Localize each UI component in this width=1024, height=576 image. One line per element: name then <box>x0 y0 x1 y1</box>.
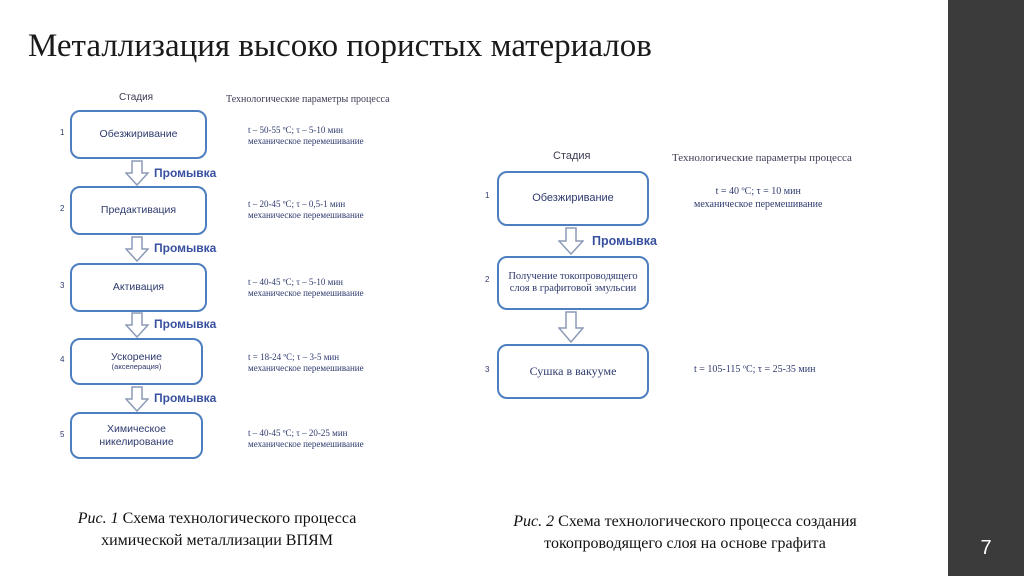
fig1-stage-box: Предактивация <box>70 186 207 235</box>
fig1-stage-params: t – 20-45 ºC; τ – 0,5-1 мин механическое… <box>248 199 364 222</box>
fig2-stage-number: 2 <box>485 275 490 284</box>
fig2-caption-line2: токопроводящего слоя на основе графита <box>544 534 826 552</box>
fig2-stage-header: Стадия <box>553 150 591 162</box>
fig1-stage-number: 4 <box>60 355 65 364</box>
fig2-stage-name: Получение токопроводящего слоя в графито… <box>508 270 638 294</box>
fig1-params-line2: механическое перемешивание <box>248 210 364 221</box>
fig2-caption: Рис. 2 Схема технологического процесса с… <box>440 511 930 554</box>
fig1-params-line1: t – 40-45 ºC; τ – 5-10 мин <box>248 277 343 287</box>
fig1-stage-number: 3 <box>60 281 65 290</box>
fig1-stage-number: 5 <box>60 430 65 439</box>
fig1-stage-name: Химическое никелирование <box>99 423 174 448</box>
fig1-stage-params: t – 40-45 ºC; τ – 20-25 мин механическое… <box>248 428 364 451</box>
fig2-caption-text: Схема технологического процесса создания <box>558 513 857 530</box>
diagram-area: Стадия Технологические параметры процесс… <box>22 92 930 554</box>
fig1-stage-box: Ускорение (акселерация) <box>70 338 203 385</box>
fig1-wash-label: Промывка <box>154 166 217 180</box>
fig2-stage-name: Обезжиривание <box>532 192 614 205</box>
fig1-params-line2: механическое перемешивание <box>248 363 364 374</box>
down-arrow-icon <box>125 312 149 338</box>
fig2-stage-number: 3 <box>485 365 490 374</box>
fig1-stage-name: Обезжиривание <box>99 128 178 141</box>
fig1-stage-box: Химическое никелирование <box>70 412 203 459</box>
fig2-params-line1: t = 105-115 ºC; τ = 25-35 мин <box>694 364 816 375</box>
fig1-caption-line2: химической металлизации ВПЯМ <box>101 531 333 549</box>
fig2-params-line1: t = 40 ºC; τ = 10 мин <box>715 186 801 197</box>
fig1-params-line1: t – 50-55 ºC; τ – 5-10 мин <box>248 125 343 135</box>
fig1-params-line1: t = 18-24 ºC; τ – 3-5 мин <box>248 352 340 362</box>
fig1-params-line2: механическое перемешивание <box>248 439 364 450</box>
fig2-params-header: Технологические параметры процесса <box>672 152 852 164</box>
fig1-stage-header: Стадия <box>119 92 154 103</box>
fig1-params-line2: механическое перемешивание <box>248 288 364 299</box>
fig1-stage-name: Ускорение <box>111 351 162 364</box>
fig1-caption: Рис. 1 Схема технологического процесса х… <box>22 508 412 551</box>
fig1-stage-name: Активация <box>112 281 165 294</box>
fig1-wash-label: Промывка <box>154 241 217 255</box>
fig1-wash-label: Промывка <box>154 317 217 331</box>
fig1-caption-prefix: Рис. 1 <box>77 510 119 527</box>
fig1-stage-number: 2 <box>60 204 65 213</box>
fig2-stage-box: Обезжиривание <box>497 171 649 226</box>
fig1-stage-subname: (акселерация) <box>111 362 162 372</box>
down-arrow-icon <box>558 311 584 343</box>
fig2-stage-params: t = 40 ºC; τ = 10 мин механическое перем… <box>694 186 822 211</box>
fig2-stage-params: t = 105-115 ºC; τ = 25-35 мин <box>694 364 815 377</box>
down-arrow-icon <box>125 386 149 412</box>
fig2-stage-box: Сушка в вакууме <box>497 344 649 399</box>
fig1-params-header: Технологические параметры процесса <box>226 94 390 105</box>
fig1-stage-name: Предактивация <box>100 204 177 217</box>
fig2-caption-prefix: Рис. 2 <box>513 513 555 530</box>
fig2-stage-name: Сушка в вакууме <box>529 363 617 378</box>
down-arrow-icon <box>125 236 149 262</box>
fig1-stage-params: t – 50-55 ºC; τ – 5-10 мин механическое … <box>248 125 364 148</box>
fig2-wash-label: Промывка <box>592 234 657 248</box>
slide-sidebar: 7 <box>948 0 1024 576</box>
fig1-params-line1: t – 40-45 ºC; τ – 20-25 мин <box>248 428 348 438</box>
fig1-stage-box: Активация <box>70 263 207 312</box>
fig2-stage-number: 1 <box>485 191 490 200</box>
fig2-params-line2: механическое перемешивание <box>694 198 823 210</box>
fig1-stage-params: t = 18-24 ºC; τ – 3-5 мин механическое п… <box>248 352 364 375</box>
fig1-stage-number: 1 <box>60 128 65 137</box>
fig1-stage-params: t – 40-45 ºC; τ – 5-10 мин механическое … <box>248 277 364 300</box>
fig1-wash-label: Промывка <box>154 391 217 405</box>
fig1-params-line2: механическое перемешивание <box>248 136 364 147</box>
page-number: 7 <box>980 537 992 559</box>
fig2-stage-box: Получение токопроводящего слоя в графито… <box>497 256 649 310</box>
fig1-caption-text: Схема технологического процесса <box>122 510 357 527</box>
slide-title: Металлизация высоко пористых материалов <box>28 28 652 64</box>
down-arrow-icon <box>125 160 149 186</box>
down-arrow-icon <box>558 227 584 255</box>
fig1-stage-box: Обезжиривание <box>70 110 207 159</box>
fig1-params-line1: t – 20-45 ºC; τ – 0,5-1 мин <box>248 199 346 209</box>
